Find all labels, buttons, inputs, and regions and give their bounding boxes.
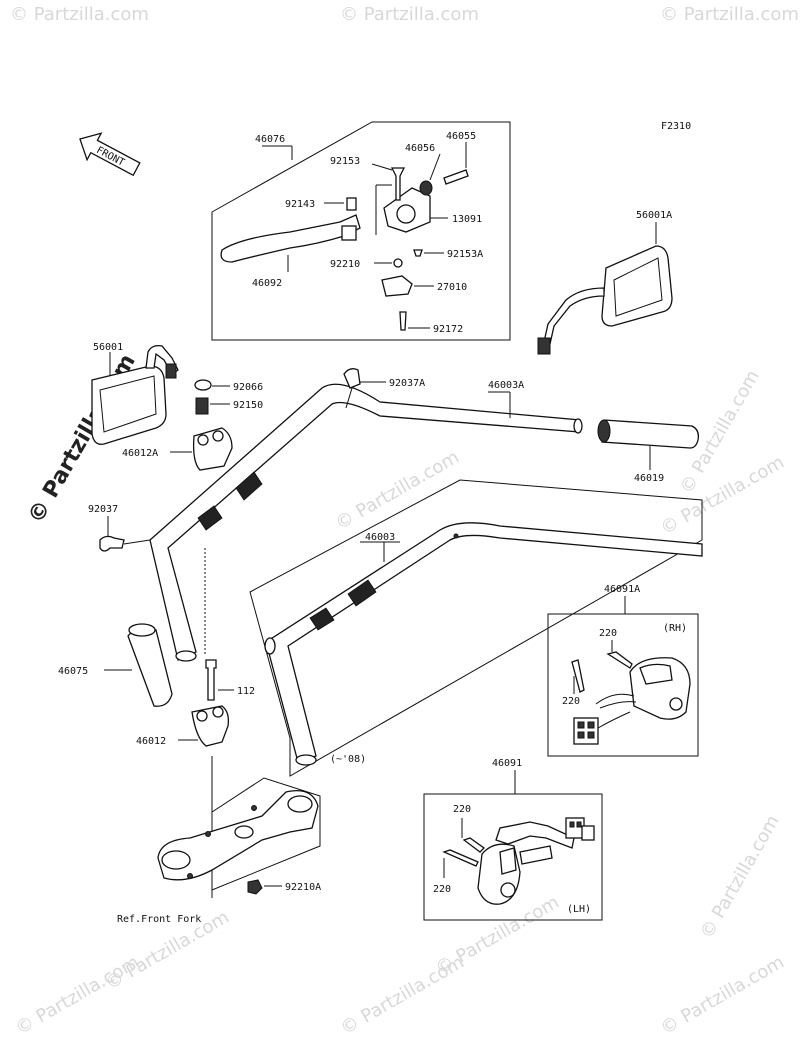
nut-92210 [393, 258, 403, 268]
figure-code: F2310 [661, 121, 691, 132]
bolt-112 [205, 659, 217, 701]
part-label-46003A: 46003A [488, 380, 524, 391]
bar-end-92037 [99, 535, 125, 552]
nut-92210A [247, 879, 263, 895]
part-label-220-rh-a: 220 [599, 628, 617, 639]
bar-end-92037A [343, 368, 361, 389]
watermark-text: © Partzilla.com [332, 447, 463, 535]
bushing-92143 [346, 197, 357, 211]
part-label-92037A: 92037A [389, 378, 425, 389]
mirror-left-base [165, 363, 177, 379]
bolt-46055 [443, 169, 469, 185]
part-label-92153A: 92153A [447, 249, 483, 260]
mirror-right-56001A [601, 245, 673, 327]
watermark-text: © Partzilla.com [657, 952, 788, 1040]
handlebar-knurl-lower [309, 579, 377, 631]
connector-rh-pins [577, 721, 595, 739]
part-label-92143: 92143 [285, 199, 315, 210]
part-label-92066: 92066 [233, 382, 263, 393]
part-label-56001A: 56001A [636, 210, 672, 221]
handlebar-46003 [265, 522, 703, 763]
part-label-92037: 92037 [88, 504, 118, 515]
part-label-46055: 46055 [446, 131, 476, 142]
screw-220-lh-b [442, 849, 479, 867]
handlebar-knurl-upper [197, 471, 263, 531]
part-label-220-rh-b: 220 [562, 696, 580, 707]
part-label-56001: 56001 [93, 342, 123, 353]
pivot-bolt-92153 [390, 167, 406, 201]
part-label-92153: 92153 [330, 156, 360, 167]
part-label-46091A: 46091A [604, 584, 640, 595]
watermark-text: © Partzilla.com [340, 4, 479, 25]
part-label-92210: 92210 [330, 259, 360, 270]
switch-lh-box [423, 793, 603, 921]
part-label-46056: 46056 [405, 143, 435, 154]
wire-harness-lh [495, 821, 575, 849]
screw-92153A [413, 249, 423, 257]
handlebar-46003A-end [175, 650, 197, 662]
handlebar-46003-end [295, 754, 317, 766]
screw-220-rh-b [571, 659, 585, 693]
pivot-block [341, 225, 357, 241]
clutch-lever [220, 214, 361, 263]
lever-assembly-box [211, 121, 511, 341]
screw-220-rh-a [606, 651, 633, 669]
throttle-grip-46019 [601, 419, 700, 449]
part-label-13091: 13091 [452, 214, 482, 225]
watermark-text: © Partzilla.com [660, 4, 799, 25]
switch-27010 [381, 275, 413, 297]
left-grip-46075 [127, 626, 173, 707]
model-year-note: (~'08) [330, 754, 366, 765]
bolt-92150 [195, 397, 209, 415]
part-label-46003: 46003 [365, 532, 395, 543]
part-label-220-lh-a: 220 [453, 804, 471, 815]
part-label-46019: 46019 [634, 473, 664, 484]
adjuster-46056 [419, 180, 433, 196]
part-label-92210A: 92210A [285, 882, 321, 893]
watermark-text: © Partzilla.com [10, 4, 149, 25]
part-label-92150: 92150 [233, 400, 263, 411]
cap-92066 [194, 379, 212, 391]
screw-92172 [399, 311, 407, 331]
lh-label: (LH) [567, 904, 591, 915]
part-label-27010: 27010 [437, 282, 467, 293]
fork-reference: Ref.Front Fork [117, 914, 201, 925]
part-label-46091: 46091 [492, 758, 522, 769]
mirror-right-stem [543, 287, 605, 345]
part-label-46076: 46076 [255, 134, 285, 145]
part-label-92172: 92172 [433, 324, 463, 335]
rh-label: (RH) [663, 623, 687, 634]
mirror-left-56001 [91, 365, 167, 445]
part-label-220-lh-b: 220 [433, 884, 451, 895]
watermark-text: © Partzilla.com [696, 812, 784, 943]
front-arrow-icon: FRONT [79, 132, 141, 177]
handlebar-46003-box [249, 479, 703, 777]
watermark-text: © Partzilla.com [657, 452, 788, 540]
part-label-112: 112 [237, 686, 255, 697]
part-label-46012: 46012 [136, 736, 166, 747]
connector-lh [565, 817, 585, 839]
part-label-46092: 46092 [252, 278, 282, 289]
part-label-46075: 46075 [58, 666, 88, 677]
handlebar-46003A [149, 383, 581, 661]
switch-rh-box [547, 613, 699, 757]
screw-220-lh-a [462, 837, 486, 853]
mirror-right-base [537, 337, 551, 355]
part-label-46012A: 46012A [122, 448, 158, 459]
